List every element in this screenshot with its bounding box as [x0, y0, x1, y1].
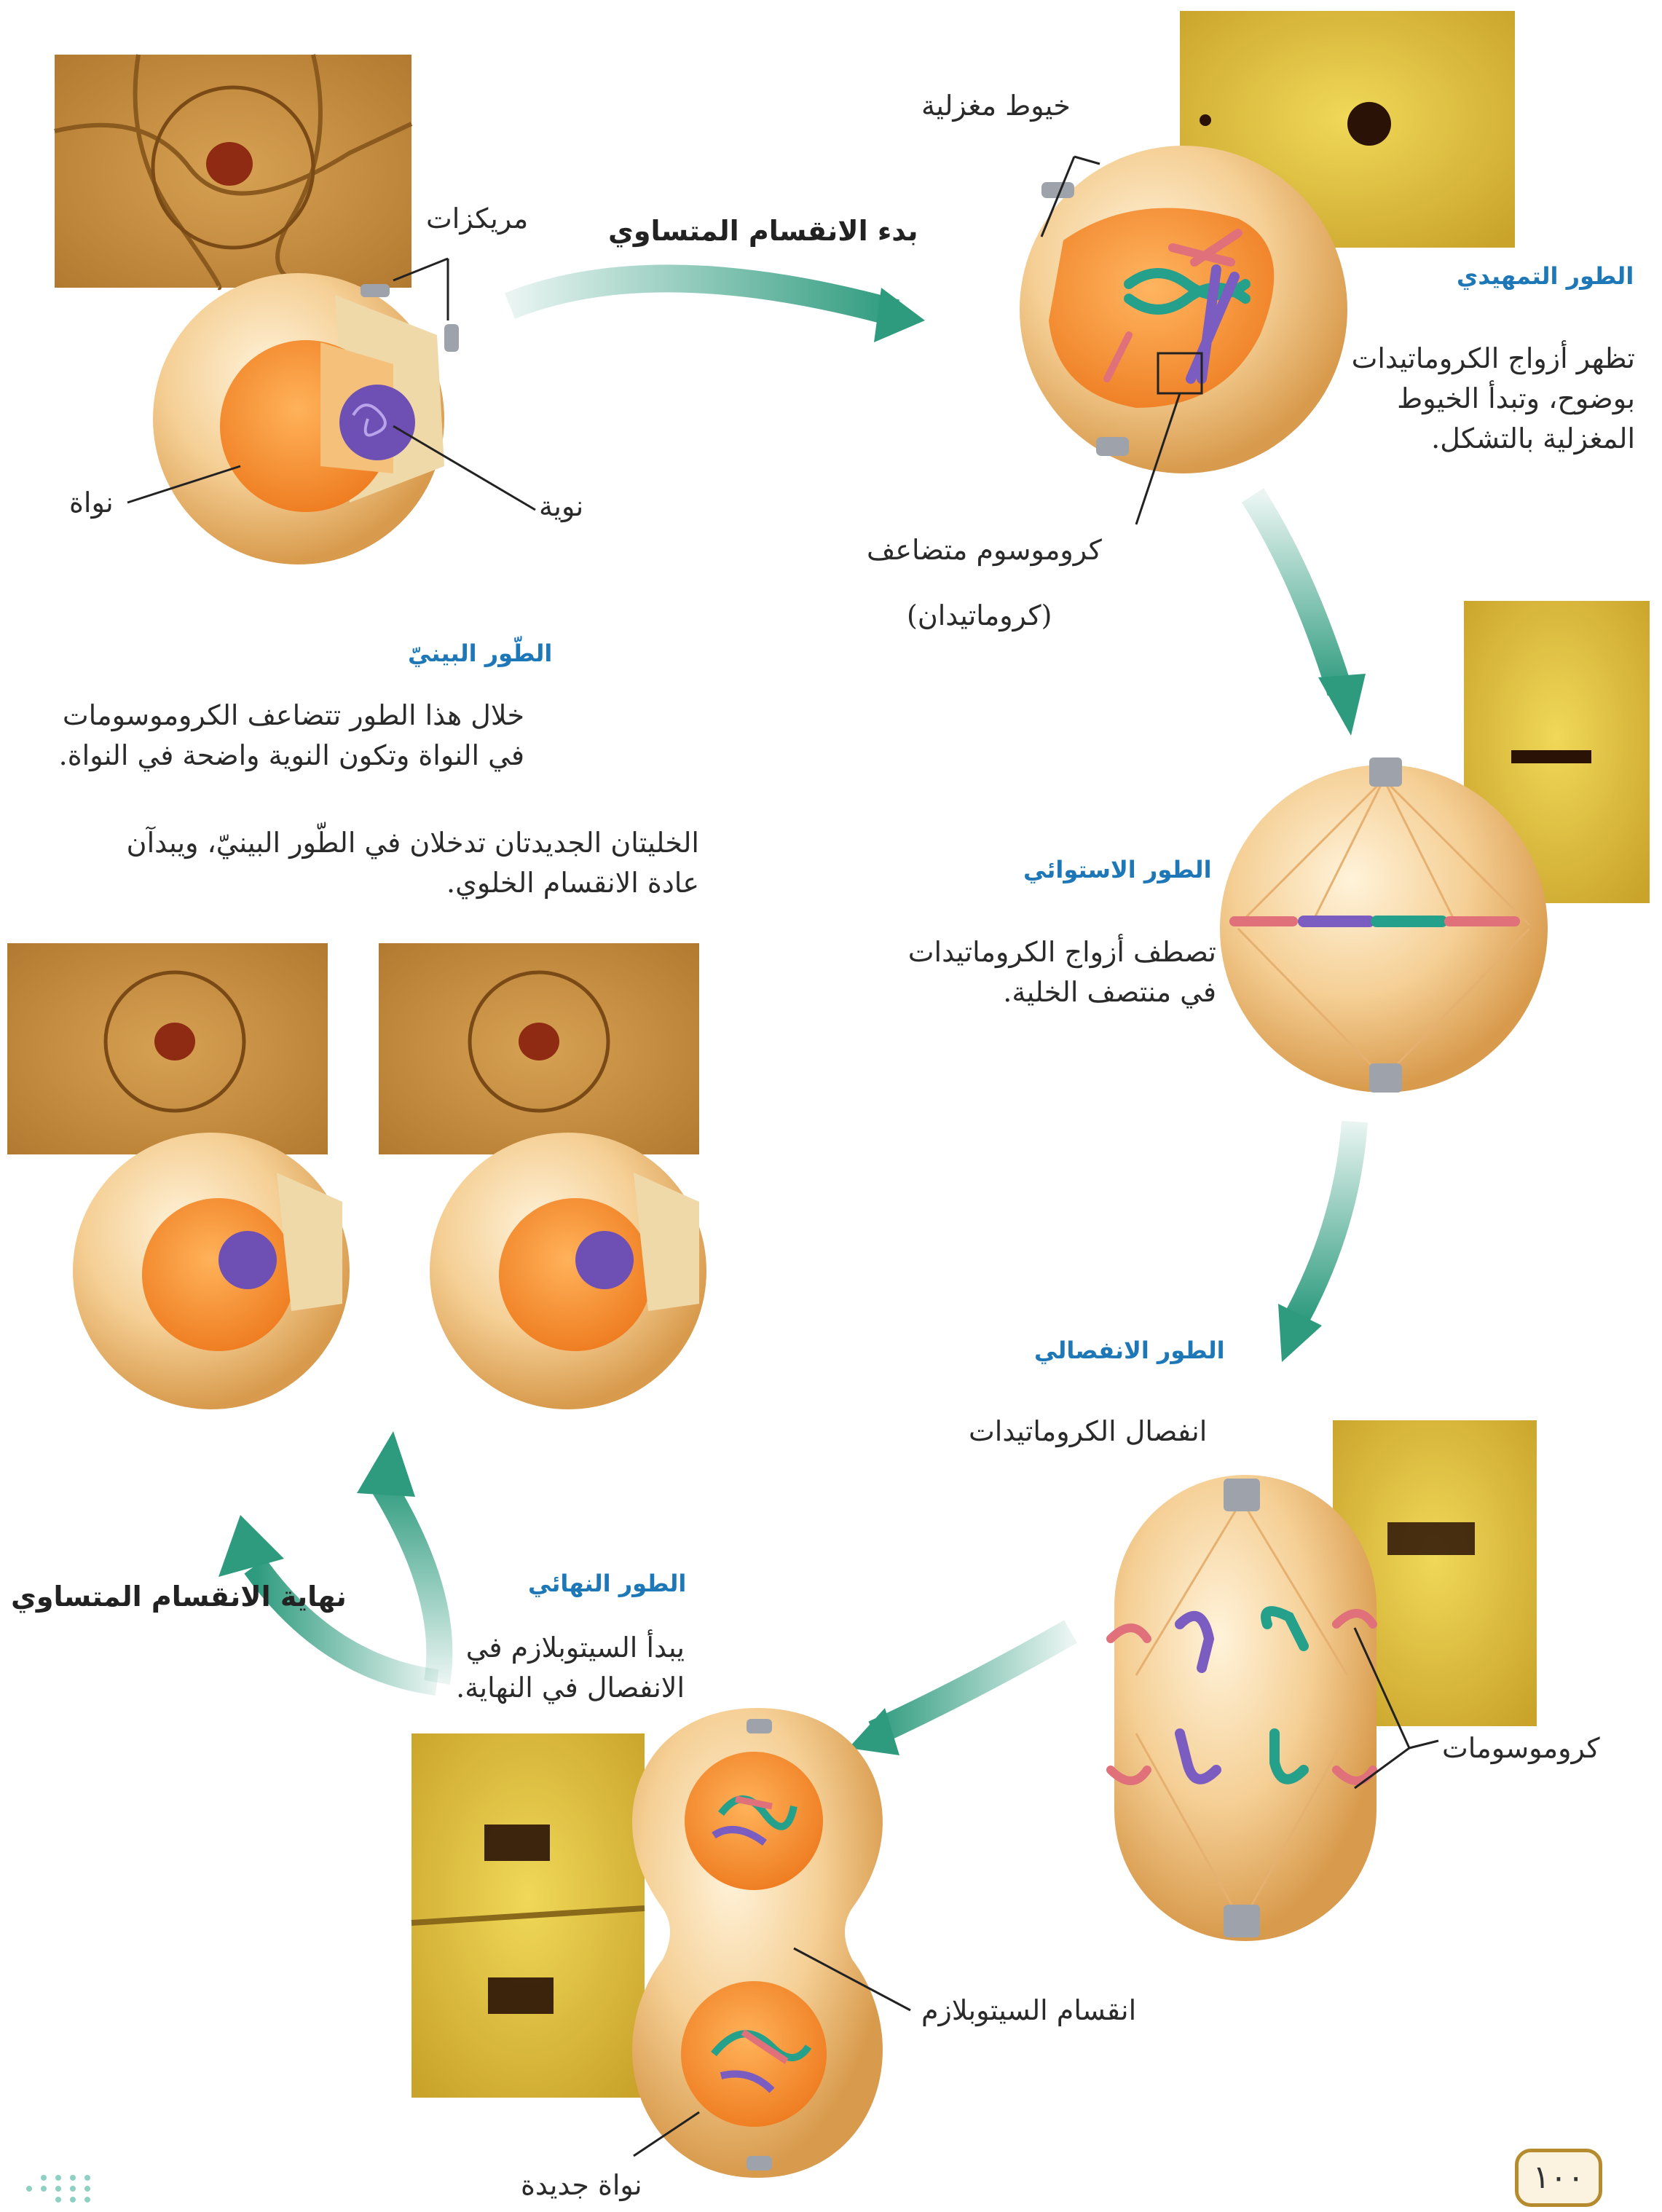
page-number: ١٠٠ — [1515, 2149, 1602, 2207]
centriole-icon — [444, 324, 459, 352]
daughter-cells-desc: الخليتان الجديدتان تدخلان في الطّور البي… — [73, 823, 699, 903]
interphase-cell — [127, 259, 535, 564]
nucleus-label: نواة — [69, 484, 114, 521]
telophase-micrograph — [411, 1733, 645, 2098]
interphase-title: الطّور البينيّ — [408, 639, 552, 667]
prophase-cell — [1020, 146, 1347, 524]
centrioles-label: مريكزات — [426, 200, 528, 237]
decorative-dots — [26, 2175, 90, 2203]
mitosis-start-label: بدء الانقسام المتساوي — [608, 215, 918, 247]
nucleolus-label: نوية — [539, 488, 583, 525]
daughter-cell-left — [73, 1133, 350, 1409]
interphase-micrograph — [55, 55, 411, 288]
prophase-title: الطور التمهيدي — [1457, 262, 1634, 290]
metaphase-title: الطور الاستوائي — [1023, 856, 1212, 883]
metaphase-desc: تصطف أزواج الكروماتيدات في منتصف الخلية. — [867, 932, 1216, 1012]
chromatids-label: (كروماتيدان) — [907, 597, 1052, 634]
spindle-fibers-label: خيوط مغزلية — [921, 87, 1071, 125]
centriole-icon — [361, 284, 390, 297]
new-nucleus-label: نواة جديدة — [521, 2167, 642, 2204]
daughter-micrograph-right — [379, 943, 699, 1154]
arrow-interphase-to-prophase — [510, 278, 896, 313]
arrow-head — [874, 288, 925, 342]
daughter-micrograph-left — [7, 943, 328, 1154]
mitosis-end-label: نهاية الانقسام المتساوي — [11, 1581, 347, 1613]
anaphase-desc: انفصال الكروماتيدات — [969, 1413, 1207, 1450]
daughter-cell-right — [430, 1133, 706, 1409]
prophase-desc: تظهر أزواج الكروماتيدات بوضوح، وتبدأ الخ… — [1329, 339, 1635, 459]
interphase-desc: خلال هذا الطور تتضاعف الكروموسومات في ال… — [15, 696, 524, 776]
duplicated-chromosome-label: كروموسوم متضاعف — [867, 532, 1102, 569]
cytokinesis-label: انقسام السيتوبلازم — [921, 1992, 1136, 2029]
telophase-cell — [632, 1708, 910, 2178]
chromosomes-label: كروموسومات — [1442, 1730, 1600, 1767]
telophase-desc: يبدأ السيتوبلازم في الانفصال في النهاية. — [437, 1628, 685, 1708]
anaphase-title: الطور الانفصالي — [1034, 1337, 1225, 1364]
telophase-title: الطور النهائي — [528, 1570, 686, 1597]
nucleolus-shape — [339, 385, 415, 460]
